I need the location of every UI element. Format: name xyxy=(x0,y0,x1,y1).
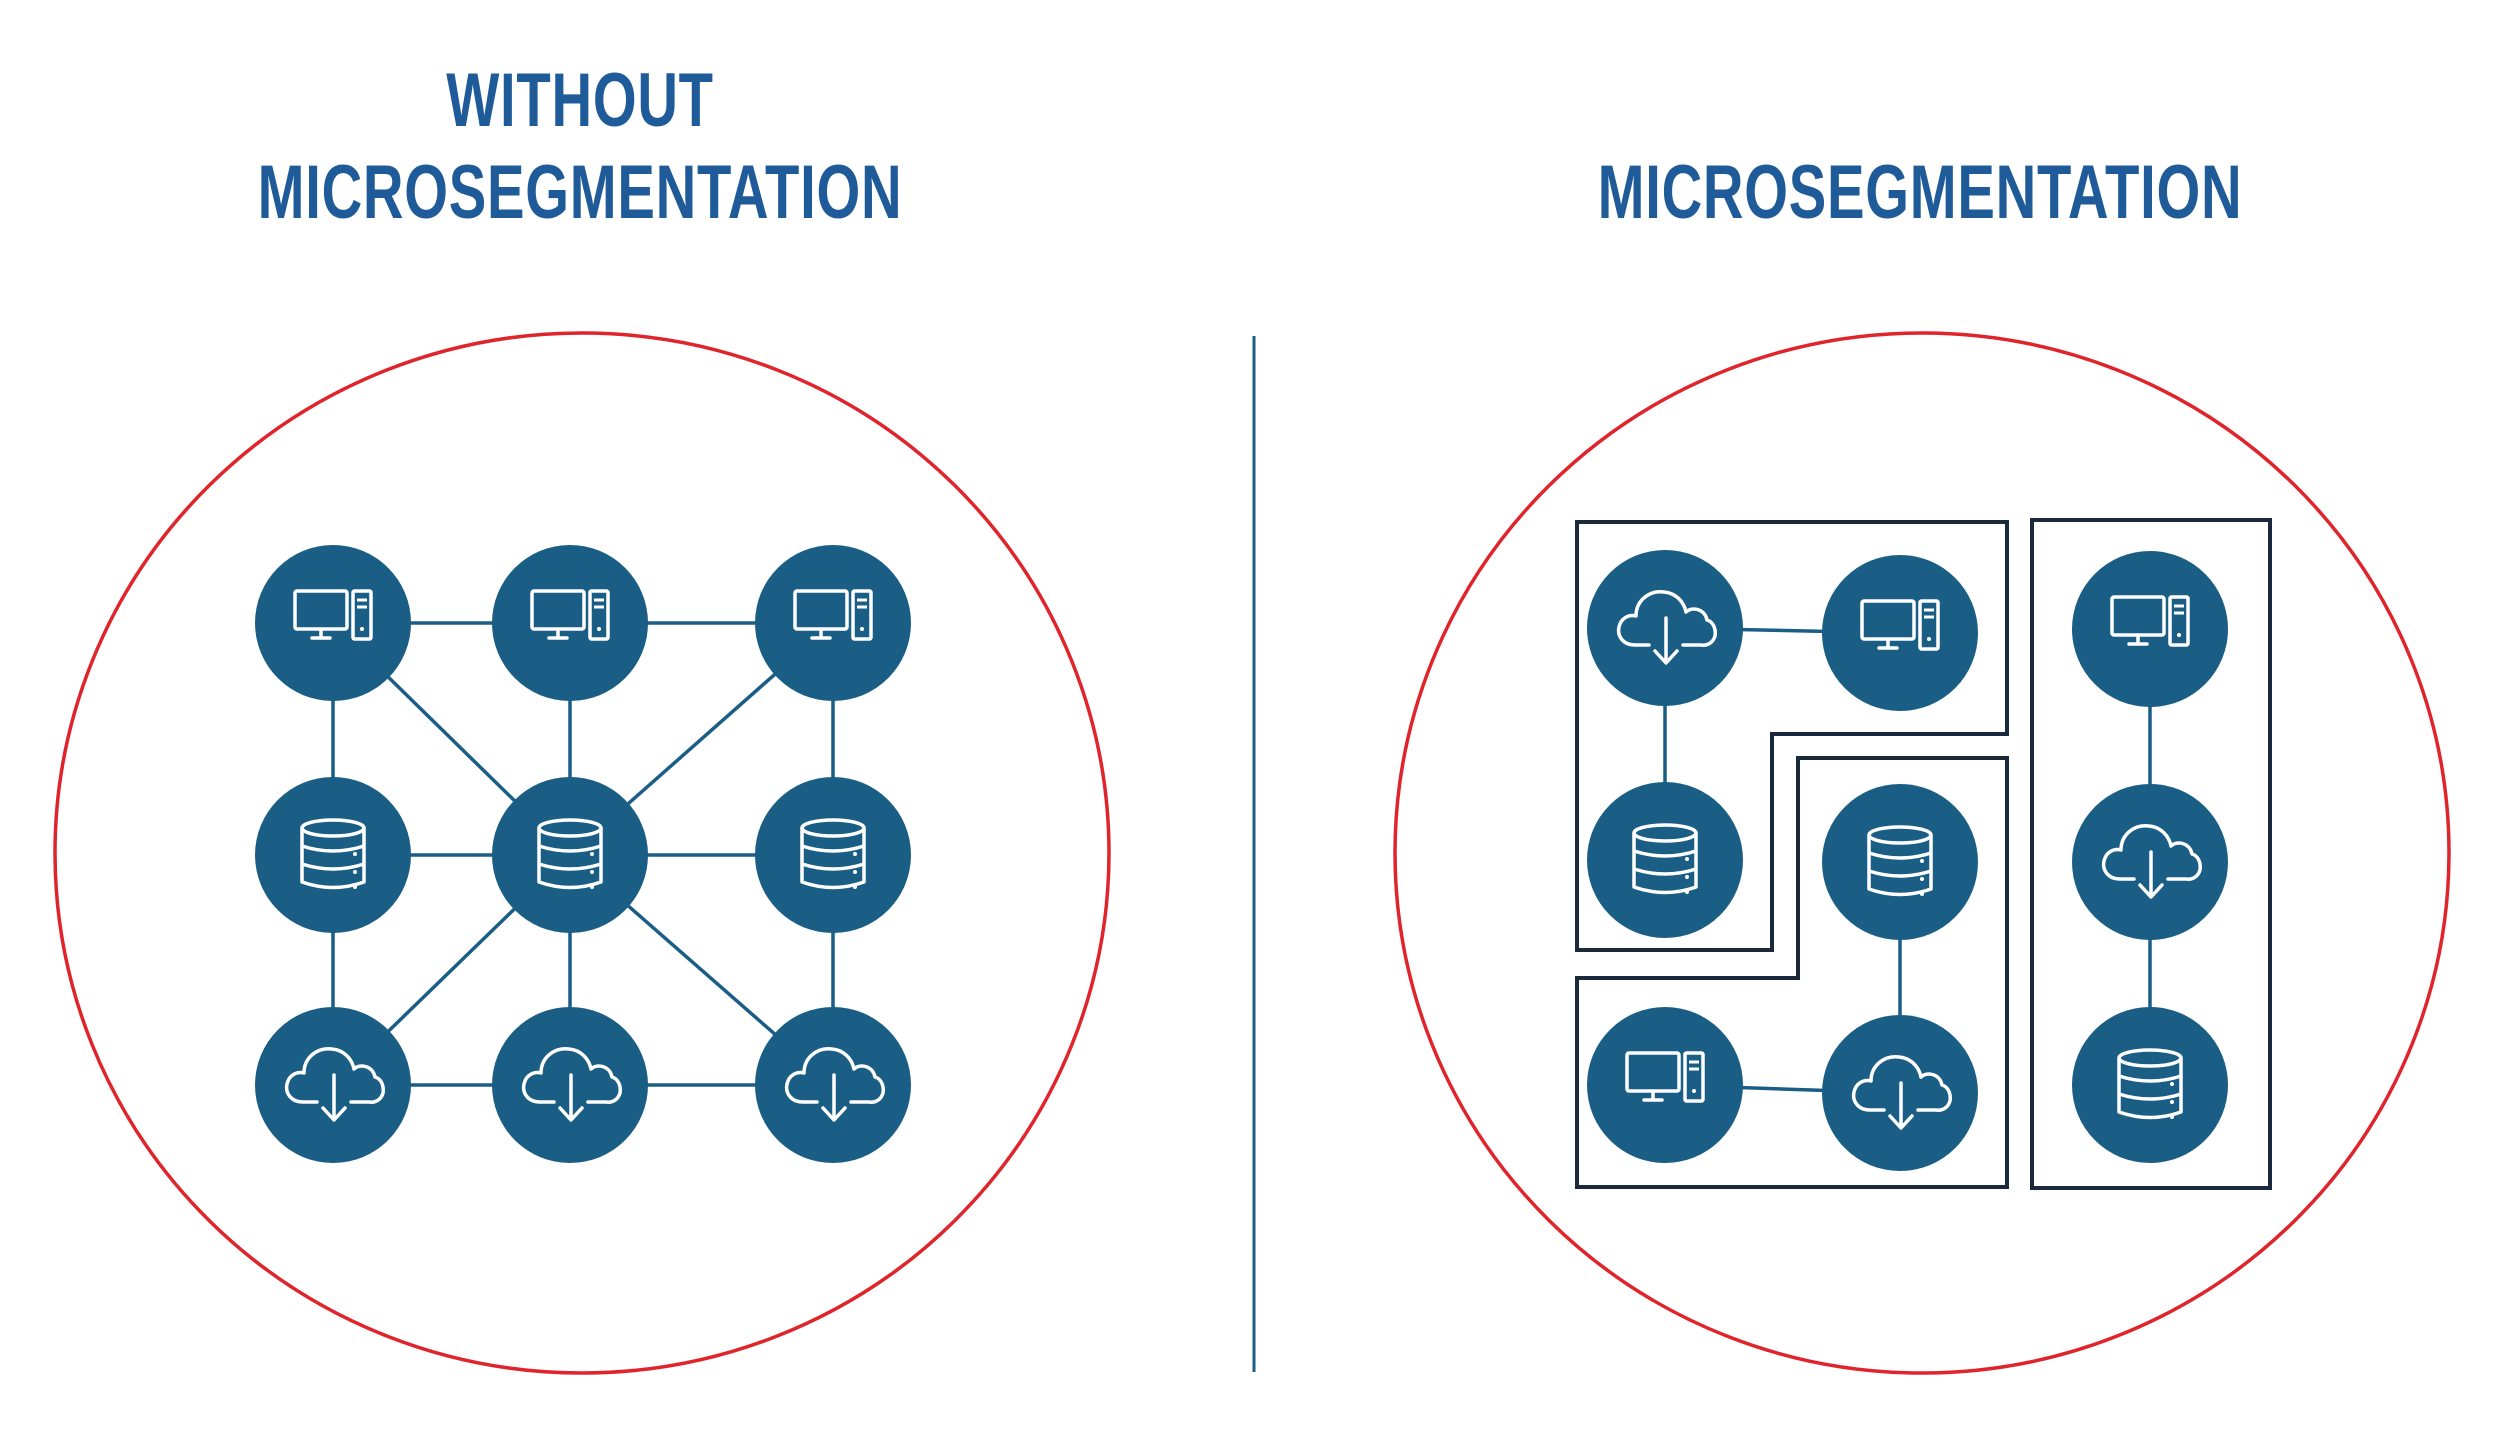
left-title-line1: WITHOUT xyxy=(446,58,714,143)
right-boundary-circle xyxy=(1393,331,2451,1375)
node-circle xyxy=(1822,555,1978,711)
node-n6 xyxy=(755,777,911,933)
node-r6 xyxy=(1822,1015,1978,1171)
node-n8 xyxy=(492,1007,648,1163)
right-title-text: MICROSEGMENTATION xyxy=(1597,150,2243,235)
node-n1 xyxy=(255,545,411,701)
node-n3 xyxy=(755,545,911,701)
left-title: WITHOUT MICROSEGMENTATION xyxy=(210,55,950,239)
node-r7 xyxy=(2072,551,2228,707)
node-n9 xyxy=(755,1007,911,1163)
segment-right xyxy=(2030,518,2272,1190)
node-n7 xyxy=(255,1007,411,1163)
node-circle xyxy=(755,777,911,933)
left-title-line2: MICROSEGMENTATION xyxy=(257,150,903,235)
node-circle xyxy=(1587,1007,1743,1163)
segment-top-left xyxy=(1575,520,2009,952)
node-n4 xyxy=(255,777,411,933)
node-r3 xyxy=(1587,782,1743,938)
node-circle xyxy=(2072,1007,2228,1163)
node-r4 xyxy=(1822,784,1978,940)
left-nodes xyxy=(255,545,911,1163)
segment-borders xyxy=(1575,518,2272,1190)
node-circle xyxy=(1587,782,1743,938)
node-circle xyxy=(755,545,911,701)
left-boundary-circle xyxy=(53,331,1111,1375)
node-r9 xyxy=(2072,1007,2228,1163)
right-nodes xyxy=(1587,550,2228,1171)
node-circle xyxy=(255,777,411,933)
right-title: MICROSEGMENTATION xyxy=(1550,147,2290,239)
node-r5 xyxy=(1587,1007,1743,1163)
segment-bottom-left xyxy=(1575,756,2009,1189)
node-n2 xyxy=(492,545,648,701)
node-circle xyxy=(1822,784,1978,940)
node-circle xyxy=(2072,551,2228,707)
node-r8 xyxy=(2072,784,2228,940)
node-r2 xyxy=(1822,555,1978,711)
node-circle xyxy=(255,545,411,701)
node-r1 xyxy=(1587,550,1743,706)
node-n5 xyxy=(492,777,648,933)
node-circle xyxy=(492,545,648,701)
node-circle xyxy=(492,777,648,933)
